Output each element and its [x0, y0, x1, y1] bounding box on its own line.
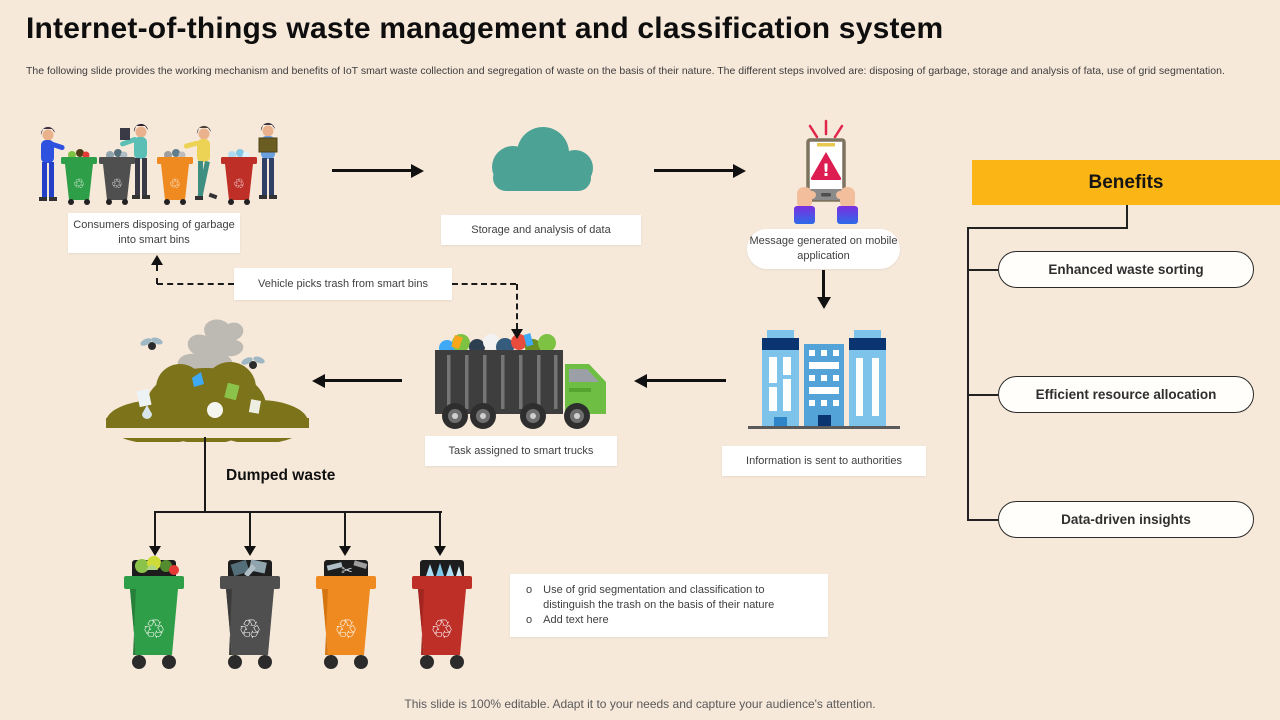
dashed-arrow-head-down	[511, 329, 523, 339]
arrow-shaft	[332, 169, 411, 172]
tree-arrow-head	[434, 546, 446, 556]
cloud-storage-icon	[492, 127, 593, 191]
arrow-truck-to-dump	[312, 374, 402, 388]
svg-text:♲: ♲	[169, 177, 181, 192]
benefits-connector	[967, 227, 1128, 229]
bullet-text: Use of grid segmentation and classificat…	[543, 584, 775, 611]
fly-icon	[140, 337, 163, 350]
tree-arrow-head	[149, 546, 161, 556]
svg-text:♲: ♲	[233, 177, 245, 192]
tree-line	[249, 511, 251, 547]
arrow-head	[634, 374, 647, 388]
consumers-disposing-icon: ♲ ♲ ♲ ♲	[39, 122, 278, 205]
trash-bits	[136, 372, 261, 419]
dashed-line	[157, 283, 234, 285]
alert-rays-icon	[808, 119, 844, 139]
pile	[102, 362, 313, 442]
arrow-shaft	[325, 379, 402, 382]
authorities-label: Information is sent to authorities	[722, 446, 926, 476]
svg-text:♲: ♲	[334, 615, 357, 645]
green-bin-icon: ♲	[124, 556, 184, 669]
arrow-shaft	[647, 379, 726, 382]
person-icon	[39, 126, 65, 201]
svg-text:♲: ♲	[142, 615, 165, 645]
trucks-label: Task assigned to smart trucks	[425, 436, 617, 466]
bullet-marker: o	[526, 584, 533, 596]
benefit-item: Efficient resource allocation	[998, 376, 1254, 413]
dumped-waste-label: Dumped waste	[226, 467, 336, 484]
arrow-head	[817, 297, 831, 309]
orange-bin-icon: ♲	[157, 149, 193, 205]
bullet-marker: o	[526, 613, 533, 626]
bullet-item: o Use of grid segmentation and classific…	[518, 583, 818, 613]
svg-text:♲: ♲	[238, 615, 261, 645]
arrow-head	[411, 164, 424, 178]
gray-bin-icon: ♲	[220, 559, 280, 669]
trailer-ribs	[447, 355, 558, 409]
person-icon	[120, 123, 150, 199]
arrow-consumers-to-cloud	[332, 164, 424, 178]
benefit-item: Data-driven insights	[998, 501, 1254, 538]
tree-line	[204, 437, 206, 512]
benefit-item: Enhanced waste sorting	[998, 251, 1254, 288]
tree-line	[344, 511, 346, 547]
arrow-shaft	[654, 169, 733, 172]
svg-text:♲: ♲	[73, 177, 85, 192]
classified-bins-icons: ♲ ♲ ✂ ♲ ♲	[124, 556, 472, 669]
benefits-connector	[1126, 205, 1128, 229]
bullet-item: o Add text here	[518, 613, 818, 628]
page-title: Internet-of-things waste management and …	[26, 12, 944, 45]
garbage-truck-icon	[435, 333, 606, 429]
gray-bin-icon: ♲	[99, 149, 135, 205]
left-tower	[762, 330, 799, 426]
arrow-cloud-to-phone	[654, 164, 746, 178]
right-tower	[849, 330, 886, 426]
orange-bin-icon: ✂ ♲	[316, 560, 376, 669]
arrow-head	[733, 164, 746, 178]
tree-line	[154, 511, 156, 547]
tree-line	[154, 511, 442, 513]
slide-subtitle: The following slide provides the working…	[26, 65, 1225, 77]
tree-line	[439, 511, 441, 547]
arrow-authorities-to-truck	[634, 374, 726, 388]
benefits-connector	[967, 269, 998, 271]
person-icon	[183, 125, 218, 200]
person-icon	[258, 122, 278, 199]
dashed-arrow-head-up	[151, 255, 163, 265]
wheels	[442, 403, 590, 429]
benefits-title: Benefits	[1088, 171, 1164, 193]
arrow-shaft	[822, 270, 825, 297]
message-label: Message generated on mobile application	[747, 229, 900, 269]
svg-text:✂: ✂	[341, 563, 353, 579]
consumers-label: Consumers disposing of garbage into smar…	[68, 213, 240, 253]
vehicle-label: Vehicle picks trash from smart bins	[234, 268, 452, 300]
footer-note: This slide is 100% editable. Adapt it to…	[404, 697, 876, 711]
segmentation-note-box: o Use of grid segmentation and classific…	[510, 574, 828, 637]
storage-label: Storage and analysis of data	[441, 215, 641, 245]
tree-arrow-head	[244, 546, 256, 556]
hands-icon	[797, 187, 855, 209]
red-bin-icon: ♲	[221, 149, 257, 205]
middle-tower	[804, 344, 844, 426]
benefits-connector	[967, 394, 998, 396]
arrow-head	[312, 374, 325, 388]
svg-text:!: !	[822, 161, 830, 181]
red-bin-icon: ♲	[412, 560, 472, 669]
svg-text:♲: ♲	[111, 177, 123, 192]
dashed-line	[156, 265, 158, 284]
green-bin-icon: ♲	[61, 149, 97, 205]
dashed-line	[452, 283, 516, 285]
benefits-header: Benefits	[972, 160, 1280, 205]
fly-icon	[241, 356, 265, 369]
mobile-alert-icon: !	[794, 119, 858, 224]
authorities-buildings-icon	[748, 330, 900, 429]
arrow-message-to-authorities	[817, 270, 831, 310]
bullet-text: Add text here	[543, 613, 609, 626]
benefits-connector	[967, 227, 969, 520]
tree-arrow-head	[339, 546, 351, 556]
dumped-waste-icon	[102, 319, 313, 442]
svg-text:♲: ♲	[430, 615, 453, 645]
benefits-connector	[967, 519, 998, 521]
dashed-line	[516, 284, 518, 329]
